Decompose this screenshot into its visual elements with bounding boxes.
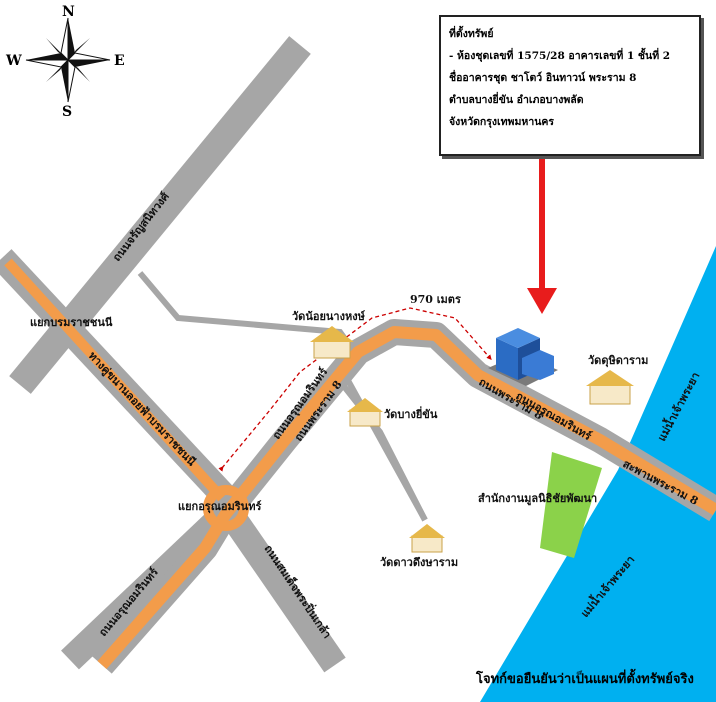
info-line-4: จังหวัดกรุงเทพมหานคร xyxy=(449,116,555,128)
compass-rose: N S E W xyxy=(5,4,125,120)
chao-phraya-river xyxy=(480,246,716,702)
orange-roads xyxy=(4,258,716,669)
label-yaek-borom: แยกบรมราชชนนี xyxy=(30,316,113,329)
road-to-wat-dao xyxy=(342,373,428,522)
park-area xyxy=(540,452,602,558)
label-wat-bangyikhan: วัดบางยี่ขัน xyxy=(384,406,438,421)
label-wat-dao: วัดดาวดึงษาราม xyxy=(380,556,458,569)
info-title: ที่ตั้งทรัพย์ xyxy=(449,28,494,40)
label-borom-parallel: ทางคู่ขนานลอยฟ้าบรมราชชนนี xyxy=(85,349,198,469)
label-wat-noi: วัดน้อยนางหงษ์ xyxy=(292,310,366,323)
temple-icon-dao xyxy=(409,524,445,553)
compass-w: W xyxy=(5,53,22,69)
compass-n: N xyxy=(62,4,75,20)
label-distance: 970 เมตร xyxy=(410,293,461,306)
info-line-3: ตำบลบางยี่ขัน อำเภอบางพลัด xyxy=(449,94,584,106)
confirmation-caption: โจทก์ขอยืนยันว่าเป็นแผนที่ตั้งทรัพย์จริง xyxy=(476,672,694,687)
info-line-1: - ห้องชุดเลขที่ 1575/28 อาคารเลขที่ 1 ชั… xyxy=(449,50,671,62)
label-yaek-arun: แยกอรุณอมรินทร์ xyxy=(178,500,261,514)
compass-s: S xyxy=(62,104,72,120)
compass-e: E xyxy=(114,53,125,69)
property-info-box: ที่ตั้งทรัพย์ - ห้องชุดเลขที่ 1575/28 อา… xyxy=(439,15,701,156)
info-line-2: ชื่ออาคารชุด ชาโตว์ อินทาวน์ พระราม 8 xyxy=(449,72,637,84)
temple-icon-dusit xyxy=(586,370,634,405)
label-wat-dusit: วัดดุษิดาราม xyxy=(588,354,648,368)
building-icon xyxy=(488,328,558,386)
label-office: สำนักงานมูลนิธิชัยพัฒนา xyxy=(478,492,597,506)
temple-icon-bangyikhan xyxy=(347,398,383,427)
temple-icon-noi xyxy=(310,326,354,359)
property-pointer-arrow xyxy=(527,156,557,314)
